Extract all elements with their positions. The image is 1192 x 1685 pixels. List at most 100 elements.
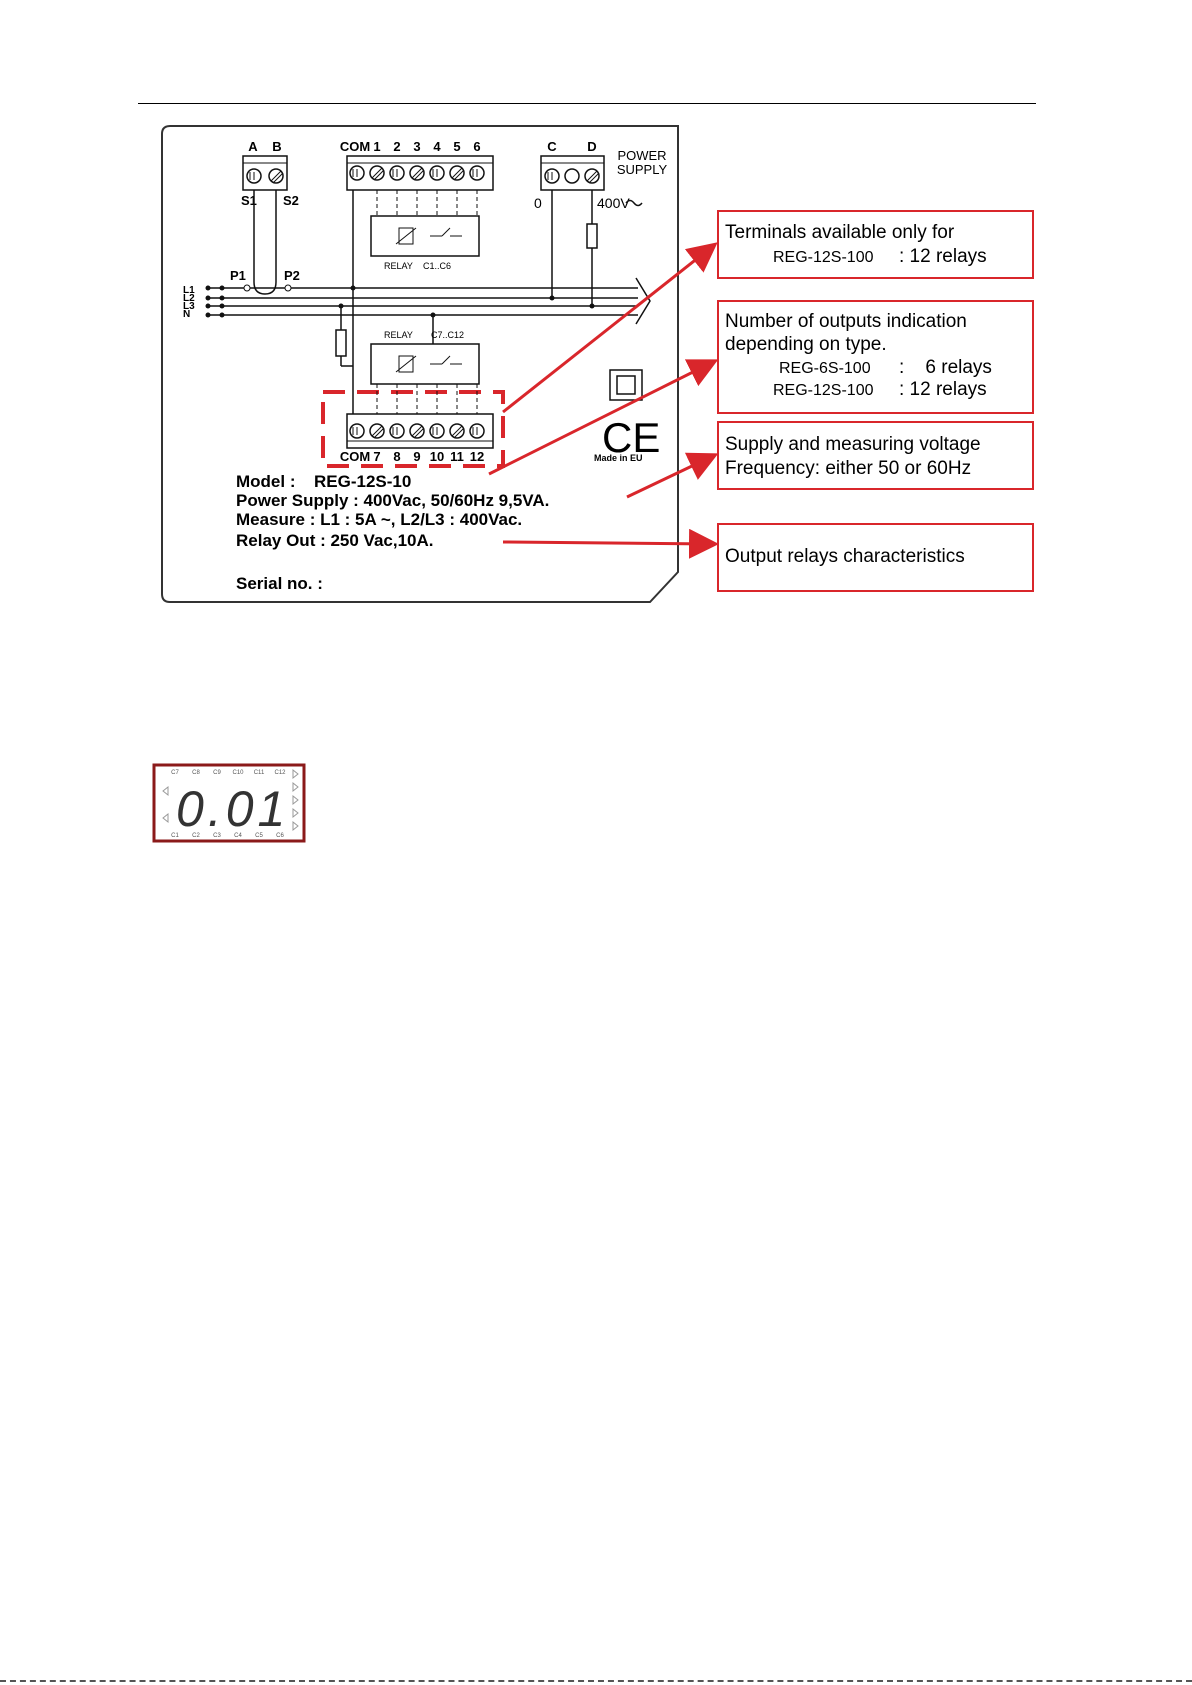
display-led-label: C5 xyxy=(255,833,263,839)
callout-outputs-model2: REG-12S-100 xyxy=(773,382,874,399)
model-value: REG-12S-10 xyxy=(314,472,411,491)
relay-box-top xyxy=(370,215,480,257)
model-label: Model : xyxy=(236,472,296,491)
display-led-label: C6 xyxy=(276,833,284,839)
callout-outputs-model1: REG-6S-100 xyxy=(779,360,871,377)
terminal-label: 11 xyxy=(450,449,464,464)
line-label-n: N xyxy=(183,309,190,320)
callout-outputs xyxy=(717,300,1034,414)
left-arrow-icon xyxy=(162,785,169,797)
right-arrow-icon xyxy=(292,768,299,780)
screw-icon xyxy=(409,165,425,181)
callout-arrow-supply xyxy=(626,452,719,499)
power-zero-label: 0 xyxy=(534,195,542,211)
display-led-label: C8 xyxy=(192,770,200,776)
serial-label: Serial no. : xyxy=(236,574,323,593)
relay-top-label: RELAY xyxy=(384,261,413,271)
terminal-label: 3 xyxy=(413,139,420,154)
display-led-label: C4 xyxy=(234,833,242,839)
right-arrow-icon xyxy=(292,807,299,819)
right-arrow-icon xyxy=(292,820,299,832)
made-in-eu: Made in EU xyxy=(594,453,643,463)
callout-arrow-terminals xyxy=(502,242,718,414)
callout-arrow-outputs xyxy=(488,359,719,476)
screw-icon xyxy=(449,423,465,439)
relay-out-spec: Relay Out : 250 Vac,10A. xyxy=(236,531,434,550)
screw-icon xyxy=(429,165,445,181)
led-display xyxy=(152,763,306,843)
power-voltage-label: 400V xyxy=(597,195,630,211)
line-label-l3: L3 xyxy=(183,301,195,312)
terminal-label: 9 xyxy=(413,449,420,464)
relay-top-range: C1..C6 xyxy=(423,261,451,271)
left-arrow-icon xyxy=(162,812,169,824)
screw-icon xyxy=(369,423,385,439)
callout-terminals-value: : 12 relays xyxy=(899,246,987,267)
terminal-label: 7 xyxy=(373,449,380,464)
display-led-label: C12 xyxy=(274,770,286,776)
screw-icon xyxy=(429,423,445,439)
screw-icon xyxy=(349,165,365,181)
display-led-label: C1 xyxy=(171,833,179,839)
screw-icon xyxy=(389,165,405,181)
callout-supply-line1: Supply and measuring voltage xyxy=(725,434,981,455)
display-led-label: C11 xyxy=(254,770,265,776)
relays-7-12-highlight xyxy=(321,390,505,468)
callout-outputs-value1: : 6 relays xyxy=(899,357,992,378)
fuse-icon xyxy=(586,223,598,249)
callout-relays-line1: Output relays characteristics xyxy=(725,546,965,567)
relay-bottom-range: C7..C12 xyxy=(431,330,464,340)
callout-supply-line2: Frequency: either 50 or 60Hz xyxy=(725,458,971,479)
callout-arrow-relays xyxy=(502,528,719,559)
screw-icon xyxy=(246,168,262,184)
screw-icon xyxy=(409,423,425,439)
terminal-label: 10 xyxy=(430,449,444,464)
callout-terminals-model: REG-12S-100 xyxy=(773,249,874,266)
callout-outputs-line1: Number of outputs indication xyxy=(725,311,967,332)
terminal-label: 12 xyxy=(470,449,484,464)
right-arrow-icon xyxy=(292,781,299,793)
bus-arrow-icon xyxy=(635,277,651,325)
terminal-b-label: B xyxy=(272,139,281,154)
display-led-label: C10 xyxy=(232,770,244,776)
screw-icon xyxy=(369,165,385,181)
device-outline xyxy=(161,125,679,603)
p2-label: P2 xyxy=(284,268,300,283)
callout-supply xyxy=(717,421,1034,490)
ce-mark-icon: CE xyxy=(602,414,660,461)
right-arrow-icon xyxy=(292,794,299,806)
display-led-label: C7 xyxy=(171,770,179,776)
terminal-d-label: D xyxy=(587,139,596,154)
callout-outputs-value2: : 12 relays xyxy=(899,379,987,400)
relay-bottom-label: RELAY xyxy=(384,330,413,340)
callout-outputs-line2: depending on type. xyxy=(725,334,887,355)
screw-icon xyxy=(268,168,284,184)
callout-relays xyxy=(717,523,1034,592)
terminal-label: 1 xyxy=(373,139,380,154)
terminal-label: COM xyxy=(340,449,370,464)
screw-icon xyxy=(349,423,365,439)
power-supply-title: POWER xyxy=(617,148,666,163)
screw-icon xyxy=(469,165,485,181)
terminal-label: COM xyxy=(340,139,370,154)
line-label-l1: L1 xyxy=(183,285,195,296)
display-digits: 0.01 xyxy=(176,781,289,837)
header-rule xyxy=(138,103,1036,104)
display-led-label: C2 xyxy=(192,833,200,839)
display-led-label: C3 xyxy=(213,833,221,839)
p1-label: P1 xyxy=(230,268,246,283)
terminal-label: 6 xyxy=(473,139,480,154)
terminal-label: 5 xyxy=(453,139,460,154)
fuse-icon xyxy=(335,329,347,357)
double-insulation-icon xyxy=(609,369,643,401)
terminal-label: 8 xyxy=(393,449,400,464)
callout-terminals-line1: Terminals available only for xyxy=(725,222,955,243)
display-led-label: C9 xyxy=(213,770,221,776)
line-label-l2: L2 xyxy=(183,293,195,304)
terminal-label: 4 xyxy=(433,139,441,154)
screw-icon xyxy=(469,423,485,439)
relay-box-bottom xyxy=(370,343,480,385)
